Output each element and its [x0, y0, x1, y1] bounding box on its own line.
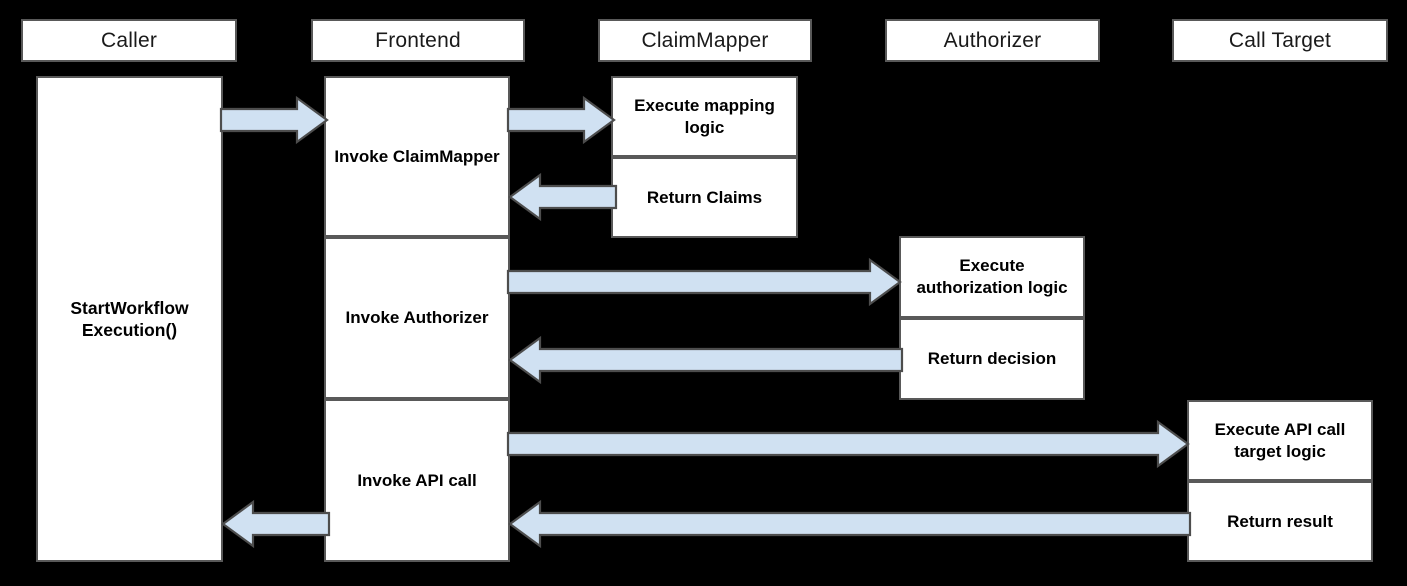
node-invoke-api-call-label: Invoke API call: [357, 470, 477, 490]
arrow-frontend-to-claimmapper[interactable]: [506, 95, 616, 145]
node-execute-authorization-logic-label: Execute authorization logic: [916, 256, 1068, 297]
node-execute-mapping-logic[interactable]: Execute mapping logic: [611, 76, 798, 157]
node-invoke-claimmapper[interactable]: Invoke ClaimMapper: [324, 76, 510, 237]
node-return-decision[interactable]: Return decision: [899, 318, 1085, 400]
node-invoke-claimmapper-label: Invoke ClaimMapper: [334, 146, 500, 166]
node-return-result[interactable]: Return result: [1187, 481, 1373, 562]
node-execute-mapping-logic-label: Execute mapping logic: [634, 95, 775, 137]
node-return-claims[interactable]: Return Claims: [611, 157, 798, 238]
node-return-result-label: Return result: [1227, 511, 1333, 531]
arrow-left-shape: [508, 172, 618, 222]
node-execute-api-call-target-logic[interactable]: Execute API call target logic: [1187, 400, 1373, 481]
node-return-claims-label: Return Claims: [646, 187, 763, 207]
lane-header-frontend-label: Frontend: [375, 28, 461, 52]
arrow-caller-to-frontend[interactable]: [219, 95, 329, 145]
arrow-left-shape: [508, 499, 1192, 549]
lane-header-claimmapper[interactable]: ClaimMapper: [598, 19, 812, 62]
arrow-right-shape: [506, 419, 1190, 469]
arrow-claimmapper-to-frontend[interactable]: [508, 172, 618, 222]
node-caller-start-workflow-execution[interactable]: StartWorkflow Execution(): [36, 76, 223, 562]
arrow-left-shape: [221, 499, 331, 549]
arrow-frontend-to-authorizer[interactable]: [506, 257, 902, 307]
lane-header-caller-label: Caller: [100, 28, 158, 52]
node-invoke-authorizer-label: Invoke Authorizer: [345, 308, 489, 328]
node-return-decision-label: Return decision: [927, 349, 1057, 369]
lane-header-claimmapper-label: ClaimMapper: [641, 28, 769, 52]
lane-header-frontend[interactable]: Frontend: [311, 19, 525, 62]
lane-header-authorizer-label: Authorizer: [943, 28, 1042, 52]
node-execute-api-call-target-logic-label: Execute API call target logic: [1214, 419, 1346, 461]
arrow-right-shape: [506, 257, 902, 307]
node-invoke-authorizer[interactable]: Invoke Authorizer: [324, 237, 510, 399]
arrow-right-shape: [506, 95, 616, 145]
arrow-right-shape: [219, 95, 329, 145]
node-execute-authorization-logic[interactable]: Execute authorization logic: [899, 236, 1085, 318]
arrow-frontend-to-caller[interactable]: [221, 499, 331, 549]
arrow-left-shape: [508, 335, 904, 385]
lane-header-call-target[interactable]: Call Target: [1172, 19, 1388, 62]
lane-header-authorizer[interactable]: Authorizer: [885, 19, 1100, 62]
node-caller-start-workflow-execution-label: StartWorkflow Execution(): [70, 297, 189, 340]
node-invoke-api-call[interactable]: Invoke API call: [324, 399, 510, 562]
arrow-authorizer-to-frontend[interactable]: [508, 335, 904, 385]
lane-header-caller[interactable]: Caller: [21, 19, 237, 62]
arrow-calltarget-to-frontend[interactable]: [508, 499, 1192, 549]
arrow-frontend-to-calltarget[interactable]: [506, 419, 1190, 469]
lane-header-call-target-label: Call Target: [1228, 28, 1332, 52]
